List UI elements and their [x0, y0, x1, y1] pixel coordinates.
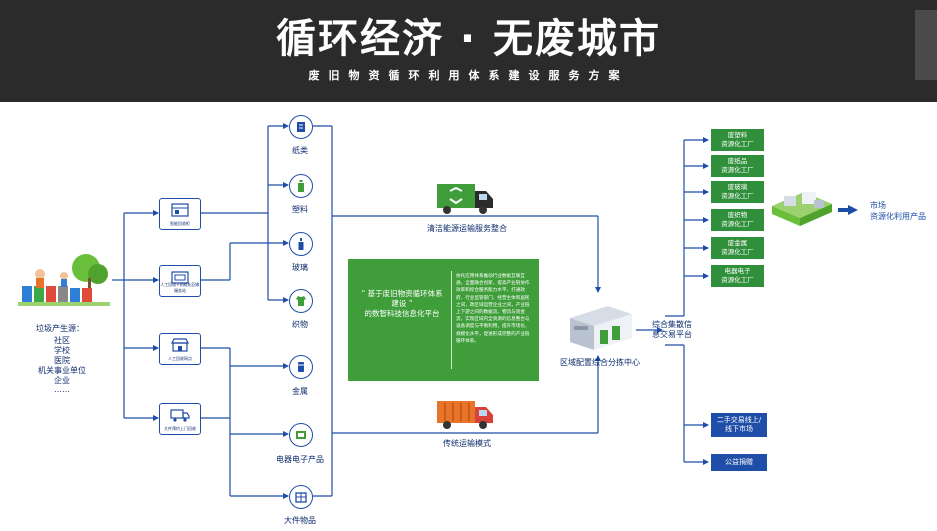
market-line1: 市场 [870, 201, 886, 210]
collection-label: 大件预约上门回收 [164, 426, 196, 431]
market-label: 市场 资源化利用产品 [870, 200, 926, 222]
page-subtitle: 废旧物资循环利用体系建设服务方案 [308, 69, 629, 82]
market-line2: 资源化利用产品 [870, 212, 926, 221]
factory-textile: 废织物资源化工厂 [711, 209, 764, 231]
factory-line2: 资源化工厂 [721, 166, 754, 174]
second-hand-line2: 线下市场 [724, 425, 753, 433]
charity-donation-box: 公益捐赠 [711, 454, 767, 471]
platform-box: “ 基于废旧物资循环体系 建设 ” 的数智科技信息化平台 依托应用体系推动行业数… [348, 259, 539, 381]
factory-paper: 废纸品资源化工厂 [711, 155, 764, 177]
clothing-icon [289, 289, 313, 313]
appliance-icon [289, 423, 313, 447]
factory-line1: 电器电子 [724, 267, 751, 275]
header-decoration [915, 10, 937, 80]
metal-can-icon [289, 355, 313, 379]
trade-platform-line2: 息交易平台 [652, 330, 692, 339]
sorting-center-icon [568, 296, 634, 352]
clean-truck-icon [436, 181, 496, 215]
factory-glass: 废玻璃资源化工厂 [711, 181, 764, 203]
factory-metal: 废金属资源化工厂 [711, 237, 764, 259]
platform-title-line1: “ 基于废旧物资循环体系 [361, 289, 443, 298]
factory-line1: 废织物 [727, 211, 748, 219]
traditional-transport-label: 传统运输模式 [443, 439, 491, 448]
source-item-hospital: 医院 [54, 356, 70, 365]
station-icon [171, 271, 189, 284]
collection-smart-cabinet: 智能回收柜 [159, 198, 201, 230]
factory-plastic: 废塑料资源化工厂 [711, 129, 764, 151]
trade-platform-label: 综合集散信 息交易平台 [652, 320, 692, 340]
category-glass: 玻璃 [292, 263, 308, 272]
second-hand-market-box: 二手交易线上/线下市场 [711, 413, 767, 437]
category-bulky: 大件物品 [284, 516, 316, 525]
factory-line2: 资源化工厂 [721, 276, 754, 284]
factory-line2: 资源化工厂 [721, 140, 754, 148]
platform-description: 依托应用体系推动行业数据互联互通，全面融合创新，提高产业链协作效率和综合服务能力… [456, 274, 530, 344]
page-title: 循环经济 · 无废城市 [275, 16, 662, 62]
category-electronics: 电器电子产品 [276, 455, 324, 464]
source-item-institution: 机关事业单位 [38, 366, 86, 375]
category-textile: 织物 [292, 320, 308, 329]
cabinet-icon [171, 203, 189, 217]
traditional-truck-icon [436, 398, 496, 430]
factory-electronics: 电器电子资源化工厂 [711, 265, 764, 287]
category-metal: 金属 [292, 387, 308, 396]
platform-title: “ 基于废旧物资循环体系 建设 ” 的数智科技信息化平台 [354, 289, 450, 319]
factory-line2: 资源化工厂 [721, 220, 754, 228]
factory-line1: 废纸品 [727, 157, 748, 165]
clean-transport-label: 清洁能源运输服务整合 [427, 224, 507, 233]
second-hand-line1: 二手交易线上/ [716, 416, 762, 424]
factory-line1: 废塑料 [727, 131, 748, 139]
factory-line1: 废金属 [727, 239, 748, 247]
source-item-community: 社区 [54, 336, 70, 345]
page-header: 循环经济 · 无废城市 废旧物资循环利用体系建设服务方案 [0, 0, 937, 102]
collection-network-station: 人工回收+网络化回收服务站 [159, 265, 201, 297]
collection-manual-point: 人工回收网点 [159, 333, 201, 365]
truck-icon [170, 409, 190, 422]
glass-bottle-icon [289, 232, 313, 256]
sources-title: 垃圾产生源： [36, 324, 84, 333]
sorting-center-label: 区域配置综合分拣中心 [560, 358, 640, 367]
collection-label: 人工回收+网络化回收服务站 [160, 282, 200, 293]
plastic-bottle-icon [289, 174, 313, 198]
trade-platform-line1: 综合集散信 [652, 320, 692, 329]
platform-title-line2: 建设 ” [391, 299, 413, 308]
recycling-plant-illustration [770, 182, 834, 228]
shop-icon [171, 338, 189, 352]
factory-line2: 资源化工厂 [721, 248, 754, 256]
platform-divider [451, 271, 452, 369]
source-item-enterprise: 企业 [54, 376, 70, 385]
factory-line1: 废玻璃 [727, 183, 748, 191]
platform-title-line3: 的数智科技信息化平台 [364, 309, 440, 318]
paper-icon [289, 115, 313, 139]
collection-door-to-door: 大件预约上门回收 [159, 403, 201, 435]
source-item-ellipsis: …… [54, 385, 70, 394]
collection-label: 智能回收柜 [170, 221, 190, 226]
collection-label: 人工回收网点 [168, 356, 192, 361]
category-paper: 纸类 [292, 146, 308, 155]
furniture-icon [289, 485, 313, 509]
category-plastic: 塑料 [292, 205, 308, 214]
source-item-school: 学校 [54, 346, 70, 355]
factory-line2: 资源化工厂 [721, 192, 754, 200]
waste-source-illustration [18, 252, 110, 308]
